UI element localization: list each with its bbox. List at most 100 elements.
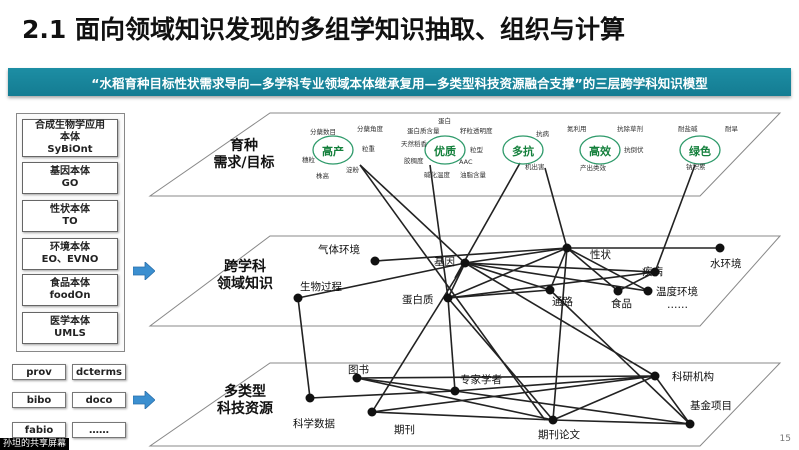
ontology-box-eo: 环境本体 EO、EVNO — [22, 238, 118, 270]
term-label: 抗倒伏 — [624, 145, 644, 154]
standard-fabio: fabio — [12, 422, 66, 438]
node-dot — [293, 293, 303, 303]
node-label: 蛋白质 — [402, 293, 434, 306]
cluster-label: 高效 — [589, 144, 612, 158]
node-dot — [352, 373, 362, 383]
node-label: 科研机构 — [672, 370, 714, 383]
ontology-line: foodOn — [49, 290, 91, 301]
term-label: 粒重 — [362, 144, 376, 153]
standard-more: …… — [72, 422, 126, 438]
term-label: 抗除草剂 — [617, 124, 643, 133]
cluster-label: 绿色 — [689, 144, 711, 158]
node-label: 水环境 — [710, 257, 742, 270]
arrow-right-icon — [133, 391, 155, 409]
ontology-box-foodon: 食品本体 foodOn — [22, 274, 118, 306]
term-label: AAC — [459, 158, 473, 166]
node-dot — [643, 286, 653, 296]
plane-top — [148, 112, 782, 197]
node-dot — [548, 415, 558, 425]
ontology-line: 本体 — [60, 132, 80, 143]
term-label: 胶稠度 — [404, 156, 424, 165]
layer-label-top: 需求/目标 — [213, 154, 274, 171]
cluster-label: 多抗 — [512, 144, 534, 158]
middle-nodes — [293, 243, 725, 303]
ontology-line: 合成生物学应用 — [35, 120, 105, 131]
node-label: 基因 — [434, 255, 455, 268]
node-label: 生物过程 — [300, 280, 342, 293]
node-label: 性状 — [590, 248, 611, 261]
node-label: 期刊论文 — [538, 428, 580, 441]
node-dot — [367, 407, 377, 417]
term-label: 籽粒透明度 — [460, 126, 493, 135]
ontology-line: UMLS — [54, 328, 86, 339]
ontology-line: EO、EVNO — [41, 254, 99, 265]
ontology-box-sybiont: 合成生物学应用 本体 SyBiOnt — [22, 119, 118, 157]
node-label: 基金项目 — [690, 399, 732, 412]
standard-prov: prov — [12, 364, 66, 380]
term-label: 分蘖角度 — [357, 124, 384, 133]
term-label: 油脂含量 — [460, 170, 487, 179]
plane-middle — [148, 235, 782, 327]
banner-subtitle: “水稻育种目标性状需求导向—多学科专业领域本体继承复用—多类型科技资源融合支撑”… — [8, 68, 791, 96]
cluster-ring — [502, 135, 544, 165]
term-label: 抗病 — [536, 129, 550, 138]
bottom-labels: 图书 专家学者 科研机构 科学数据 期刊 期刊论文 基金项目 — [293, 364, 732, 441]
node-dot — [685, 419, 695, 429]
ontology-line: 食品本体 — [50, 278, 90, 289]
cluster-label: 优质 — [434, 144, 456, 158]
term-label: 钠积累 — [686, 162, 706, 171]
ontology-line: 医学本体 — [50, 316, 90, 327]
term-label: 碱化温度 — [424, 170, 451, 179]
cluster-group: 高产 优质 多抗 高效 绿色 — [312, 135, 721, 165]
term-label: 粒型 — [470, 145, 484, 154]
standards-group: prov dcterms bibo doco fabio …… — [12, 358, 126, 442]
node-dot — [545, 285, 555, 295]
node-label: 专家学者 — [460, 373, 502, 386]
layer-label-bottom: 科技资源 — [217, 400, 273, 417]
node-label: 期刊 — [394, 424, 415, 436]
ontology-line: 环境本体 — [50, 242, 90, 253]
node-dot — [460, 258, 470, 268]
layer-label-top: 育种 — [230, 137, 258, 154]
small-terms: 分蘖数目 分蘖角度 蛋白 蛋白质含量 籽粒透明度 抗病 氮利用 抗除草剂 耐盐碱… — [302, 116, 739, 180]
standard-doco: doco — [72, 392, 126, 408]
node-dot — [650, 371, 660, 381]
node-dot — [650, 267, 660, 277]
node-label: 温度环境 — [656, 285, 698, 298]
node-dot — [370, 256, 380, 266]
cluster-ring — [312, 135, 354, 165]
middle-labels: 气体环境 基因 性状 水环境 疾病 生物过程 蛋白质 通路 食品 温度环境 …… — [300, 243, 742, 311]
term-label: 天然稻香 — [401, 139, 428, 148]
node-dot — [613, 286, 623, 296]
ontology-box-umls: 医学本体 UMLS — [22, 312, 118, 344]
cluster-ring — [579, 135, 621, 165]
ontology-line: SyBiOnt — [47, 144, 93, 155]
ontology-line: GO — [61, 178, 79, 189]
term-label: 蛋白 — [438, 116, 451, 125]
term-label: 产出类效 — [580, 163, 607, 172]
node-dot — [715, 243, 725, 253]
screen-share-label: 孙坦的共享屏幕 — [0, 438, 70, 450]
ontology-box-go: 基因本体 GO — [22, 162, 118, 194]
term-label: 分蘖数目 — [310, 127, 336, 136]
layer-label-middle: 领域知识 — [217, 275, 273, 292]
node-dot — [443, 293, 453, 303]
cluster-label: 高产 — [322, 144, 344, 158]
node-label: 疾病 — [642, 265, 663, 278]
page-number: 15 — [779, 434, 791, 444]
node-dot — [562, 243, 572, 253]
node-label: 通路 — [552, 295, 573, 308]
bottom-nodes — [305, 371, 695, 429]
ontology-line: 基因本体 — [50, 166, 90, 177]
term-label: 穗粒 — [302, 155, 316, 164]
cluster-ring — [424, 135, 466, 165]
ontology-line: TO — [62, 216, 78, 227]
ontology-column: 合成生物学应用 本体 SyBiOnt 基因本体 GO 性状本体 TO 环境本体 … — [16, 113, 125, 352]
term-label: 耐盐碱 — [678, 124, 698, 133]
layer-label-bottom: 多类型 — [224, 383, 266, 400]
term-label: 耐旱 — [725, 125, 739, 133]
connection-lines — [297, 162, 720, 425]
ontology-line: 性状本体 — [50, 204, 90, 215]
node-label: …… — [667, 299, 688, 311]
